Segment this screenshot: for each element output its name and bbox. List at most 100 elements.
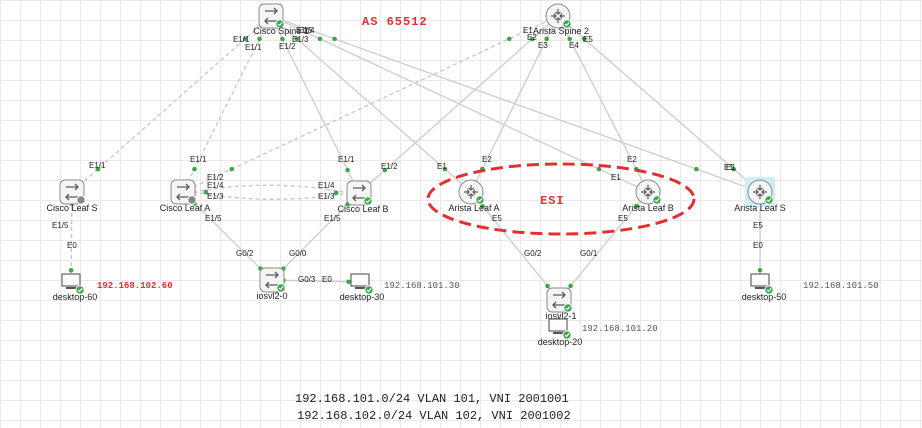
node-arista-leaf-b[interactable]: Arista Leaf B: [622, 179, 674, 213]
node-label: iosvl2-1: [545, 311, 576, 321]
status-check-icon: [563, 303, 573, 313]
link-arista-spine-2-arista-leaf-a[interactable]: [470, 15, 559, 193]
port-label-arista-leaf-s: E1: [724, 163, 734, 172]
arrow-glyph: [265, 281, 278, 289]
node-cisco-spine-1[interactable]: Cisco Spine 1: [253, 3, 309, 36]
node-arista-spine-2[interactable]: Arista Spine 2: [533, 3, 589, 36]
link-endpoint-dot: [480, 203, 485, 209]
link-cisco-leaf-s-desktop-60[interactable]: [70, 191, 73, 283]
node-label: iosvl2-0: [256, 291, 287, 301]
node-label: desktop-20: [538, 337, 583, 347]
port-label-desktop-30: E0: [322, 275, 332, 284]
status-check-icon: [75, 285, 85, 295]
arrow-glyph: [552, 301, 565, 309]
ip-address-label: 192.168.101.30: [384, 281, 460, 291]
link-endpoint-dot: [95, 166, 101, 172]
node-iosvl2-0[interactable]: iosvl2-0: [256, 267, 288, 301]
status-check-icon: [475, 195, 485, 205]
port-label-cisco-leaf-a: E1/2: [207, 173, 224, 182]
link-arista-spine-2-cisco-leaf-b[interactable]: [358, 15, 559, 194]
status-check-icon: [276, 283, 286, 293]
port-label-arista-leaf-b: E2: [627, 155, 637, 164]
port-label-cisco-leaf-b: E1/4: [318, 181, 335, 190]
port-label-cisco-spine-1: E1/1: [233, 35, 250, 44]
port-label-desktop-50: E0: [753, 241, 763, 250]
check-glyph: [366, 288, 372, 293]
port-label-cisco-leaf-b: E1/5: [324, 214, 341, 223]
arrow-glyph: [65, 193, 78, 201]
node-iosvl2-1[interactable]: iosvl2-1: [545, 287, 577, 321]
status-check-icon: [652, 195, 662, 205]
port-label-arista-leaf-s: E5: [753, 221, 763, 230]
link-cisco-leaf-b-iosvl2-0[interactable]: [271, 192, 360, 281]
arrow-glyph: [352, 194, 365, 202]
link-endpoint-dot: [568, 283, 573, 289]
monitor-icon: [61, 273, 81, 287]
status-pending-icon: [187, 195, 197, 205]
link-arista-leaf-b-iosvl2-1[interactable]: [558, 191, 649, 301]
arrow-glyph: [264, 17, 277, 25]
arrow-glyph: [265, 7, 278, 15]
arrow-glyph: [641, 185, 655, 199]
link-endpoint-dot: [442, 166, 448, 172]
status-check-icon: [764, 195, 774, 205]
port-label-cisco-spine-1: E1/5: [296, 26, 313, 35]
check-glyph: [77, 288, 83, 293]
port-label-arista-spine-2: E1: [523, 26, 533, 35]
port-label-arista-leaf-a: E5: [492, 214, 502, 223]
port-label-arista-leaf-s: E1: [726, 163, 736, 172]
link-cisco-leaf-a-iosvl2-0[interactable]: [182, 191, 273, 281]
arrow-glyph: [551, 9, 565, 23]
esi-ellipse: [426, 162, 696, 236]
check-glyph: [565, 306, 571, 311]
link-cisco-leaf-a-cisco-leaf-b[interactable]: [192, 184, 350, 194]
link-endpoint-dot: [68, 268, 74, 273]
check-glyph: [278, 286, 284, 291]
node-label: Cisco Leaf A: [160, 203, 211, 213]
link-arista-spine-2-arista-leaf-s[interactable]: [557, 15, 761, 193]
link-cisco-leaf-a-cisco-leaf-b[interactable]: [192, 191, 350, 200]
arrow-glyph: [464, 185, 478, 199]
port-label-arista-spine-2: E4: [569, 41, 579, 50]
link-cisco-spine-1-cisco-leaf-b[interactable]: [270, 15, 360, 194]
link-cisco-spine-1-arista-leaf-s[interactable]: [270, 15, 761, 193]
ip-address-label: 192.168.101.20: [582, 324, 658, 334]
link-arista-spine-2-cisco-leaf-a[interactable]: [182, 15, 559, 193]
node-desktop-20[interactable]: desktop-20 192.168.101.20: [538, 318, 658, 347]
link-iosvl2-0-desktop-30[interactable]: [271, 279, 361, 283]
node-label: Cisco Leaf B: [337, 204, 388, 214]
node-label: Cisco Spine 1: [253, 26, 309, 36]
port-label-arista-spine-2: E2: [527, 33, 537, 42]
link-endpoint-dot: [346, 279, 351, 285]
status-check-icon: [764, 285, 774, 295]
port-label-cisco-spine-1: E1/2: [279, 42, 296, 51]
port-label-arista-spine-2: E5: [583, 35, 593, 44]
footer-line-2: 192.168.102.0/24 VLAN 102, VNI 2001002: [297, 409, 571, 423]
link-endpoint-dot: [345, 167, 350, 173]
port-label-iosvl2-0: G0/3: [298, 275, 316, 284]
node-cisco-leaf-a[interactable]: Cisco Leaf A: [160, 179, 211, 213]
link-cisco-spine-1-cisco-leaf-s[interactable]: [71, 15, 272, 193]
node-arista-leaf-s[interactable]: Arista Leaf S: [734, 177, 786, 213]
port-label-cisco-leaf-a: E1/4: [207, 181, 224, 190]
status-check-icon: [562, 330, 572, 340]
port-label-cisco-leaf-b: E1/2: [381, 162, 398, 171]
node-label: desktop-50: [742, 292, 787, 302]
link-endpoint-dot: [634, 203, 639, 209]
port-label-iosvl2-0: G0/2: [236, 249, 254, 258]
node-cisco-leaf-b[interactable]: Cisco Leaf B: [337, 180, 389, 214]
check-glyph: [564, 22, 570, 27]
link-endpoint-dot: [506, 36, 512, 42]
node-arista-leaf-a[interactable]: Arista Leaf A: [448, 179, 500, 213]
node-cisco-leaf-s[interactable]: Cisco Leaf S: [46, 179, 98, 213]
link-arista-leaf-a-iosvl2-1[interactable]: [470, 191, 560, 301]
check-glyph: [477, 198, 483, 203]
link-arista-spine-2-arista-leaf-b[interactable]: [557, 15, 649, 193]
diagram-title: AS 65512: [362, 15, 428, 29]
link-cisco-spine-1-cisco-leaf-a[interactable]: [182, 15, 272, 193]
node-label: desktop-30: [340, 292, 385, 302]
